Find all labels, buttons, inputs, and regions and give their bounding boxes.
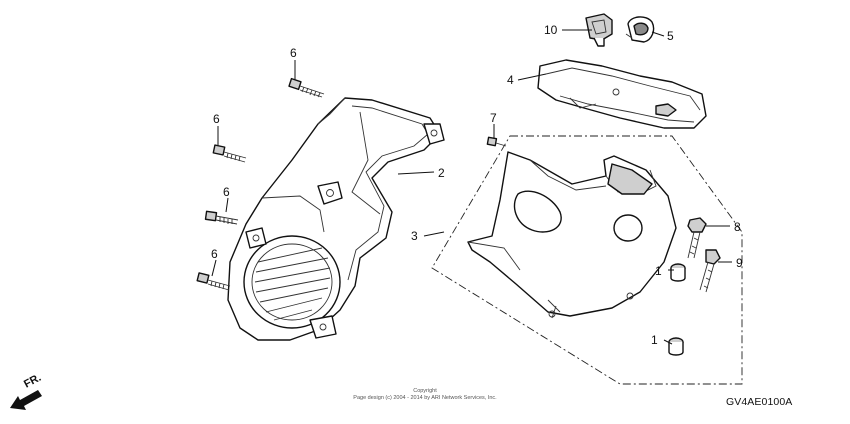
shroud-part-3 <box>467 151 677 319</box>
callout-6-lower: 6 <box>211 247 218 261</box>
collar-part-1-b <box>668 337 684 356</box>
fan-cover-part-2 <box>227 97 445 341</box>
callout-9: 9 <box>736 256 743 270</box>
callout-3: 3 <box>411 229 418 243</box>
leader-5 <box>651 31 665 37</box>
callout-1-lower: 1 <box>651 333 658 347</box>
bolt-part-6-d <box>196 272 231 291</box>
clamp-part-5 <box>625 16 655 43</box>
bolt-part-6-a <box>288 77 325 98</box>
leader-6d <box>211 259 217 277</box>
collar-part-1-a <box>670 263 686 282</box>
callout-6-middle: 6 <box>223 185 230 199</box>
upper-cover-part-4 <box>537 59 707 129</box>
leader-3 <box>423 231 445 237</box>
callout-4: 4 <box>507 73 514 87</box>
bolt-part-6-b <box>212 144 247 163</box>
callout-10: 10 <box>544 23 558 37</box>
group-boundary <box>431 135 743 385</box>
callout-6-top: 6 <box>290 46 297 60</box>
copyright-title: Copyright <box>413 388 437 394</box>
leader-1b <box>663 339 673 345</box>
leader-4 <box>517 73 547 81</box>
bolt-part-9 <box>699 249 721 293</box>
callout-8: 8 <box>734 220 741 234</box>
callout-6-upper: 6 <box>213 112 220 126</box>
clip-part-10 <box>585 13 613 47</box>
copyright-text: Page design (c) 2004 - 2014 by ARI Netwo… <box>353 395 497 401</box>
screw-part-7 <box>486 136 507 147</box>
diagram-code: GV4AE0100A <box>726 396 793 408</box>
callout-7: 7 <box>490 111 497 125</box>
leader-2 <box>397 171 435 175</box>
bolt-part-6-c <box>204 210 239 225</box>
leader-6c <box>225 197 229 213</box>
front-direction-arrow-icon <box>10 390 42 410</box>
callout-2: 2 <box>438 166 445 180</box>
copyright-notice: Copyright Page design (c) 2004 - 2014 by… <box>330 388 520 402</box>
callout-1-upper: 1 <box>655 264 662 278</box>
callout-5: 5 <box>667 29 674 43</box>
bolt-part-8 <box>687 217 707 259</box>
